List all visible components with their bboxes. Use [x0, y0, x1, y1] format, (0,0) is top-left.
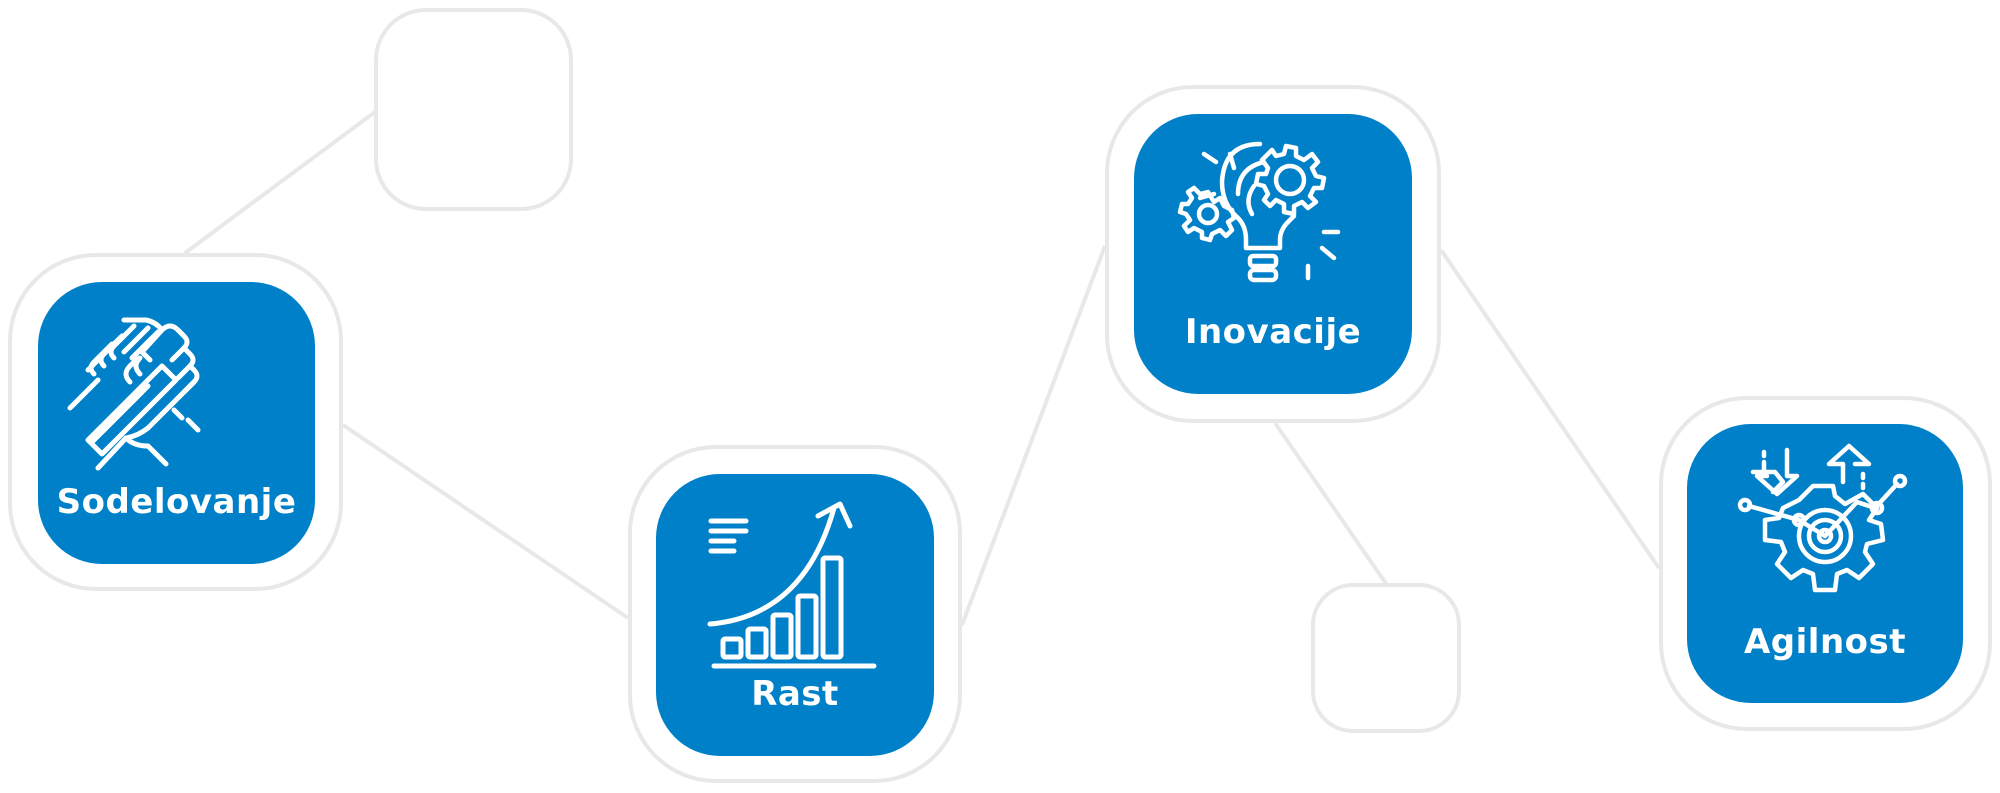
lightbulb-gears-icon — [1177, 141, 1341, 283]
node-innovation: Inovacije — [1134, 114, 1412, 394]
connector-line — [960, 245, 1107, 626]
node-growth: Rast — [656, 474, 934, 756]
connector-line — [1439, 248, 1661, 570]
growth-chart-icon — [707, 501, 877, 669]
empty-node — [1311, 583, 1461, 733]
node-label: Rast — [751, 674, 839, 714]
connector-line — [1273, 421, 1389, 587]
empty-node — [374, 8, 573, 211]
node-label: Sodelovanje — [56, 482, 297, 522]
handshake-icon — [67, 317, 201, 471]
node-label: Agilnost — [1743, 622, 1906, 662]
connector-line — [183, 110, 377, 255]
node-cooperation: Sodelovanje — [38, 282, 315, 564]
node-agility: Agilnost — [1687, 424, 1963, 703]
connector-line — [341, 423, 630, 620]
node-label: Inovacije — [1184, 312, 1362, 352]
agile-gear-icon — [1737, 443, 1908, 593]
